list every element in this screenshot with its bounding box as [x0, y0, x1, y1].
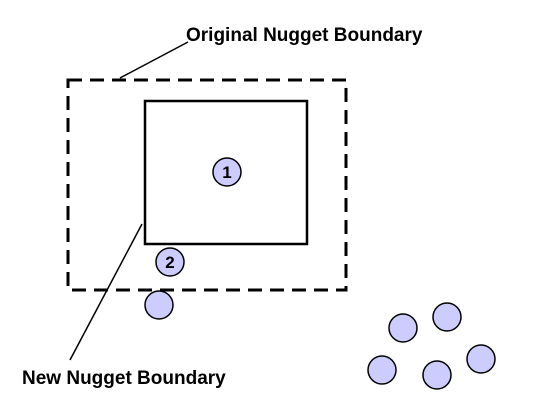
- marker-2: 2: [155, 247, 185, 277]
- cluster-circle: [432, 302, 462, 332]
- circle-cluster: [367, 302, 496, 390]
- marker-1-label: 1: [222, 163, 231, 182]
- original-boundary-leader-line: [119, 41, 189, 79]
- new-boundary-leader-line: [69, 223, 143, 361]
- marker-1: 1: [212, 157, 242, 187]
- loose-circle: [144, 290, 174, 320]
- original-nugget-boundary: [66, 78, 348, 292]
- cluster-circle: [388, 313, 418, 343]
- marker-2-label: 2: [165, 253, 174, 272]
- new-boundary-label: New Nugget Boundary: [22, 368, 226, 389]
- original-boundary-label: Original Nugget Boundary: [186, 25, 423, 46]
- new-nugget-boundary: [143, 99, 309, 246]
- cluster-circle: [422, 360, 452, 390]
- cluster-circle: [466, 344, 496, 374]
- marker-1-circle: [212, 157, 242, 187]
- marker-2-circle: [155, 247, 185, 277]
- cluster-circle: [367, 355, 397, 385]
